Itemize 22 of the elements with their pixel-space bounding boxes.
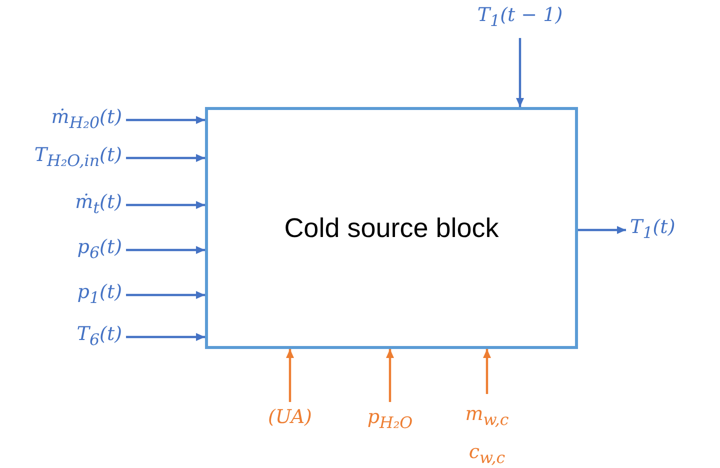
- signal-label: ṁ$_{H₂0}$(t): [10, 106, 122, 134]
- signal-label: T$_{1}$(t − 1): [455, 4, 585, 34]
- signal-label: T$_{H₂O,in}$(t): [0, 144, 122, 172]
- arrow: [516, 38, 524, 107]
- signal-label: p$_{H₂O}$: [350, 406, 430, 438]
- arrow: [386, 349, 394, 402]
- arrow: [126, 333, 205, 341]
- arrow: [286, 349, 294, 402]
- arrow: [483, 349, 491, 394]
- signal-label: p$_{6}$(t): [10, 236, 122, 264]
- signal-label: ṁ$_{t}$(t): [10, 191, 122, 219]
- arrow: [126, 291, 205, 299]
- arrow: [578, 226, 626, 234]
- signal-label: p$_{1}$(t): [10, 281, 122, 309]
- process-box: Cold source block: [205, 107, 578, 349]
- arrow: [126, 246, 205, 254]
- arrow: [126, 154, 205, 162]
- signal-label: (UA): [250, 406, 330, 434]
- arrow: [126, 201, 205, 209]
- signal-label: T$_{1}$(t): [630, 216, 716, 244]
- signal-label: T$_{6}$(t): [10, 323, 122, 351]
- arrow: [126, 116, 205, 124]
